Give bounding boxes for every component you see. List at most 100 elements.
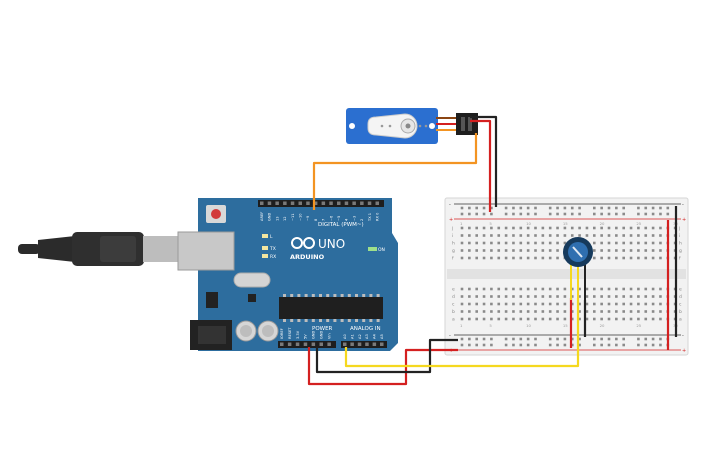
terminal-hole[interactable]	[482, 317, 486, 321]
terminal-hole[interactable]	[622, 241, 625, 245]
terminal-hole[interactable]	[651, 256, 655, 260]
rail-hole[interactable]	[563, 337, 567, 341]
terminal-hole[interactable]	[519, 310, 523, 313]
terminal-hole[interactable]	[593, 317, 596, 321]
terminal-hole[interactable]	[556, 310, 559, 313]
terminal-hole[interactable]	[644, 287, 648, 291]
rail-hole[interactable]	[468, 343, 471, 347]
terminal-hole[interactable]	[475, 234, 478, 237]
terminal-hole[interactable]	[651, 317, 655, 321]
terminal-hole[interactable]	[497, 226, 501, 230]
terminal-hole[interactable]	[607, 287, 611, 291]
terminal-hole[interactable]	[541, 295, 545, 298]
terminal-hole[interactable]	[644, 256, 648, 260]
rail-hole[interactable]	[468, 337, 471, 341]
terminal-hole[interactable]	[526, 317, 530, 321]
rail-hole[interactable]	[622, 337, 625, 341]
terminal-hole[interactable]	[482, 249, 486, 252]
terminal-hole[interactable]	[497, 287, 501, 291]
rail-hole[interactable]	[593, 206, 596, 210]
power-pin-socket[interactable]	[303, 342, 308, 347]
terminal-hole[interactable]	[504, 249, 508, 252]
rail-hole[interactable]	[570, 206, 574, 210]
terminal-hole[interactable]	[659, 295, 662, 298]
terminal-hole[interactable]	[519, 302, 523, 306]
terminal-hole[interactable]	[519, 287, 523, 291]
terminal-hole[interactable]	[615, 302, 618, 306]
terminal-hole[interactable]	[629, 249, 633, 252]
digital-pin-socket[interactable]	[352, 201, 356, 206]
rail-hole[interactable]	[615, 206, 618, 210]
rail-hole[interactable]	[651, 206, 655, 210]
terminal-hole[interactable]	[615, 295, 618, 298]
terminal-hole[interactable]	[607, 317, 611, 321]
analog-pin-socket[interactable]	[343, 342, 347, 347]
terminal-hole[interactable]	[651, 302, 655, 306]
digital-pin-socket[interactable]	[329, 201, 333, 206]
terminal-hole[interactable]	[468, 249, 471, 252]
terminal-hole[interactable]	[644, 249, 648, 252]
terminal-hole[interactable]	[600, 226, 603, 230]
terminal-hole[interactable]	[504, 256, 508, 260]
terminal-hole[interactable]	[651, 295, 655, 298]
terminal-hole[interactable]	[482, 302, 486, 306]
power-pin-socket[interactable]	[311, 342, 316, 347]
terminal-hole[interactable]	[600, 241, 603, 245]
rail-hole[interactable]	[651, 343, 655, 347]
terminal-hole[interactable]	[504, 287, 508, 291]
wire-5v[interactable]	[307, 347, 458, 386]
terminal-hole[interactable]	[563, 317, 567, 321]
terminal-hole[interactable]	[512, 256, 515, 260]
terminal-hole[interactable]	[519, 256, 523, 260]
rail-hole[interactable]	[475, 206, 478, 210]
rail-hole[interactable]	[651, 212, 655, 216]
terminal-hole[interactable]	[497, 310, 501, 313]
digital-pin-socket[interactable]	[367, 201, 372, 206]
terminal-hole[interactable]	[468, 241, 471, 245]
rail-hole[interactable]	[556, 337, 559, 341]
terminal-hole[interactable]	[585, 310, 589, 313]
terminal-hole[interactable]	[607, 226, 611, 230]
rail-hole[interactable]	[607, 343, 611, 347]
terminal-hole[interactable]	[504, 226, 508, 230]
terminal-hole[interactable]	[460, 317, 464, 321]
terminal-hole[interactable]	[541, 234, 545, 237]
terminal-hole[interactable]	[570, 295, 574, 298]
rail-hole[interactable]	[460, 206, 464, 210]
rail-hole[interactable]	[615, 212, 618, 216]
terminal-hole[interactable]	[556, 241, 559, 245]
terminal-hole[interactable]	[578, 317, 581, 321]
terminal-hole[interactable]	[600, 310, 603, 313]
terminal-hole[interactable]	[629, 226, 633, 230]
rail-hole[interactable]	[519, 337, 523, 341]
rail-hole[interactable]	[460, 212, 464, 216]
rail-hole[interactable]	[526, 206, 530, 210]
rail-hole[interactable]	[600, 206, 603, 210]
digital-pin-socket[interactable]	[306, 201, 310, 206]
terminal-hole[interactable]	[512, 310, 515, 313]
terminal-hole[interactable]	[526, 295, 530, 298]
terminal-hole[interactable]	[519, 249, 523, 252]
rail-hole[interactable]	[570, 343, 574, 347]
terminal-hole[interactable]	[622, 249, 625, 252]
terminal-hole[interactable]	[541, 226, 545, 230]
terminal-hole[interactable]	[526, 249, 530, 252]
rail-hole[interactable]	[504, 206, 508, 210]
digital-pin-socket[interactable]	[360, 201, 364, 206]
terminal-hole[interactable]	[637, 302, 640, 306]
rail-hole[interactable]	[563, 212, 567, 216]
terminal-hole[interactable]	[607, 295, 611, 298]
rail-hole[interactable]	[490, 343, 493, 347]
terminal-hole[interactable]	[659, 241, 662, 245]
power-pin-socket[interactable]	[319, 342, 324, 347]
terminal-hole[interactable]	[497, 249, 501, 252]
terminal-hole[interactable]	[504, 234, 508, 237]
rail-hole[interactable]	[548, 212, 552, 216]
rail-hole[interactable]	[644, 337, 648, 341]
terminal-hole[interactable]	[482, 287, 486, 291]
terminal-hole[interactable]	[578, 295, 581, 298]
wire-analog-a0[interactable]	[344, 298, 580, 368]
terminal-hole[interactable]	[460, 295, 464, 298]
rail-hole[interactable]	[468, 212, 471, 216]
terminal-hole[interactable]	[526, 302, 530, 306]
